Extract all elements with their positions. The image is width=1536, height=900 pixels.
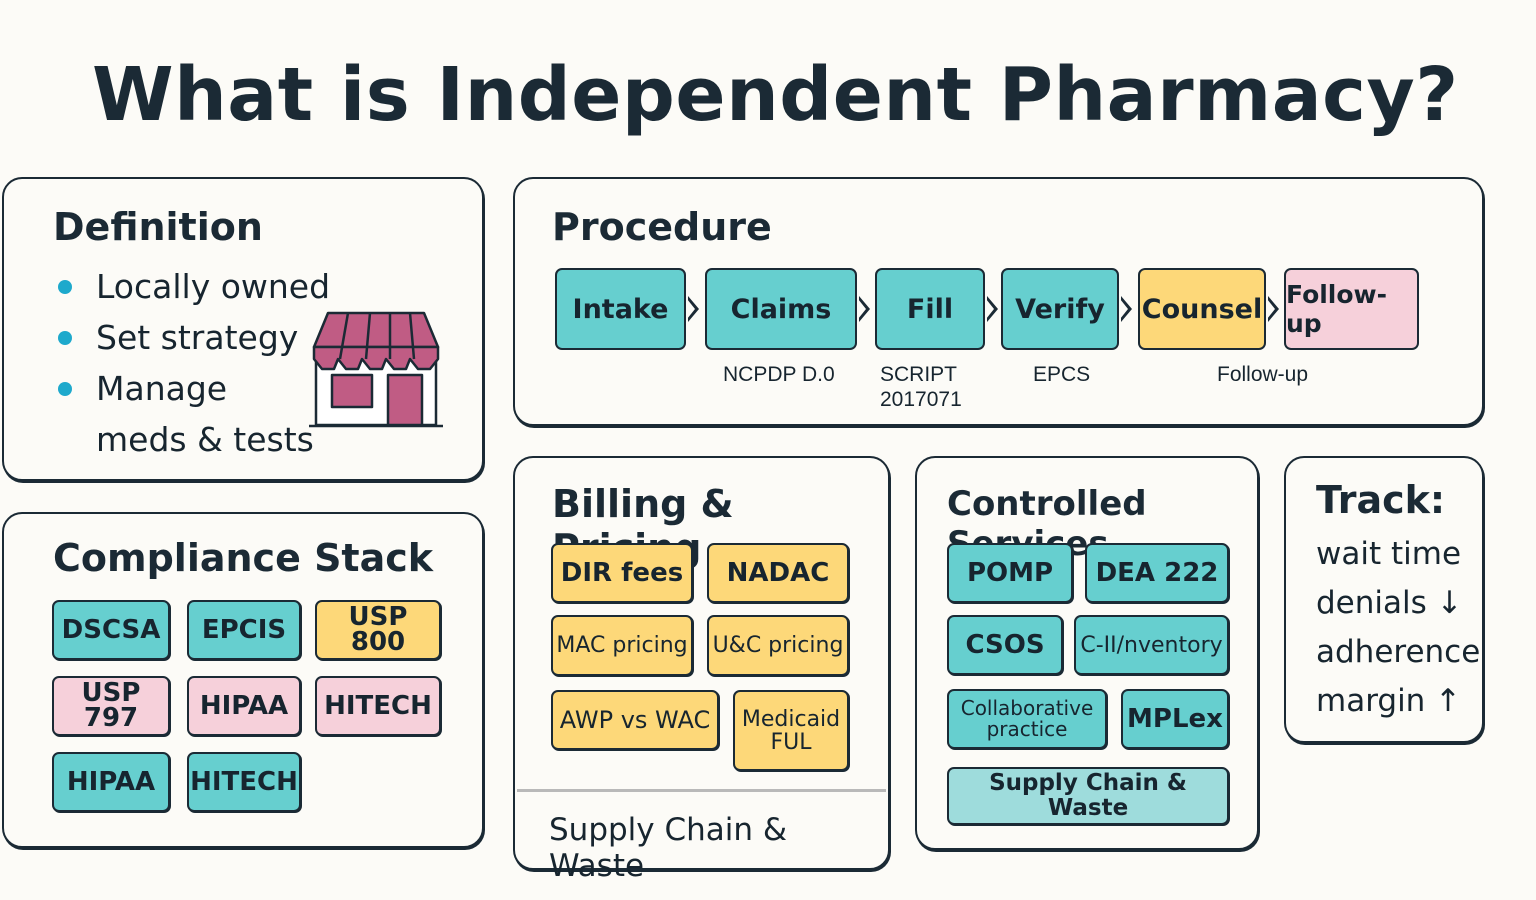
controlled-chip-supply-chain: Supply Chain & Waste [947, 767, 1229, 825]
controlled-chip: CSOS [947, 615, 1063, 675]
definition-title: Definition [53, 205, 263, 249]
track-item: adherence [1316, 634, 1481, 670]
chevron-right-icon [1267, 296, 1279, 322]
billing-chip-medicaid: Medicaid FUL [733, 690, 849, 771]
step-counsel: Counsel [1138, 268, 1266, 350]
definition-panel: Definition Locally owned Set strategy Ma… [2, 177, 484, 481]
list-item: Manage [54, 363, 330, 414]
page-title: What is Independent Pharmacy? [92, 52, 1459, 138]
compliance-chip: HIPAA [187, 676, 301, 736]
controlled-services-panel: Controlled Services POMP DEA 222 CSOS C-… [915, 456, 1259, 850]
definition-list: Locally owned Set strategy Manage meds &… [54, 261, 330, 465]
list-item: Locally owned [54, 261, 330, 312]
controlled-chip-collaborative: Collaborative practice [947, 689, 1107, 749]
bullet-text: Manage [96, 369, 228, 408]
bullet-dot-icon [58, 381, 72, 396]
track-list: wait time denials ↓ adherence margin ↑ [1316, 530, 1480, 726]
chevron-right-icon [858, 296, 870, 322]
track-item: denials ↓ [1316, 585, 1463, 621]
procedure-panel: Procedure Intake Claims Fill Verify Coun… [513, 177, 1484, 426]
controlled-chip: DEA 222 [1085, 543, 1229, 603]
billing-panel: Billing & Pricing DIR fees NADAC MAC pri… [513, 456, 890, 884]
step-note-line: SCRIPT [880, 363, 958, 386]
billing-chip: U&C pricing [707, 615, 849, 676]
step-verify: Verify [1001, 268, 1119, 350]
controlled-chip: C-II/nventory [1074, 615, 1229, 675]
controlled-chip: POMP [947, 543, 1073, 603]
track-item: wait time [1316, 536, 1462, 572]
chip-line: FUL [770, 729, 812, 755]
track-title: Track: [1316, 478, 1446, 522]
billing-footer: Supply Chain & Waste [549, 812, 788, 884]
compliance-chip: EPCIS [187, 600, 301, 660]
track-panel: Track: wait time denials ↓ adherence mar… [1284, 456, 1484, 743]
track-item: margin ↑ [1316, 683, 1462, 719]
storefront-icon [309, 311, 443, 428]
chevron-right-icon [986, 296, 998, 322]
step-follow-up: Follow-up [1284, 268, 1419, 350]
compliance-chip: HITECH [315, 676, 441, 736]
compliance-chip: HITECH [187, 752, 301, 812]
billing-chip: NADAC [707, 543, 849, 603]
divider [517, 789, 886, 792]
chip-line: practice [986, 717, 1068, 741]
compliance-title: Compliance Stack [53, 536, 434, 580]
step-intake: Intake [555, 268, 686, 350]
compliance-chip: DSCSA [52, 600, 170, 660]
step-claims: Claims [705, 268, 857, 350]
chevron-right-icon [1120, 296, 1132, 322]
compliance-panel: Compliance Stack DSCSA EPCIS USP 800 USP… [2, 512, 484, 848]
step-note-verify: EPCS [1033, 363, 1091, 386]
billing-chip: MAC pricing [551, 615, 693, 676]
step-fill: Fill [875, 268, 985, 350]
step-note-line: 2017071 [880, 388, 962, 411]
list-item-continuation: meds & tests [96, 420, 314, 459]
bullet-text: Locally owned [96, 267, 331, 306]
controlled-chip: MPLex [1121, 689, 1229, 749]
chip-line: Collaborative [960, 696, 1094, 720]
step-note-follow-up: Follow-up [1217, 363, 1309, 386]
procedure-title: Procedure [552, 205, 772, 249]
compliance-chip: USP 800 [315, 600, 441, 660]
compliance-chip: USP 797 [52, 676, 170, 736]
step-note-fill: SCRIPT 2017071 [880, 362, 962, 412]
bullet-dot-icon [58, 330, 72, 345]
chip-line: Medicaid [741, 706, 841, 732]
compliance-chip: HIPAA [52, 752, 170, 812]
billing-chip: AWP vs WAC [551, 690, 719, 750]
bullet-text: Set strategy [96, 318, 299, 357]
chevron-right-icon [687, 296, 699, 322]
list-item: Set strategy [54, 312, 330, 363]
bullet-dot-icon [58, 279, 72, 294]
step-note-claims: NCPDP D.0 [723, 363, 835, 386]
billing-chip: DIR fees [551, 543, 693, 603]
